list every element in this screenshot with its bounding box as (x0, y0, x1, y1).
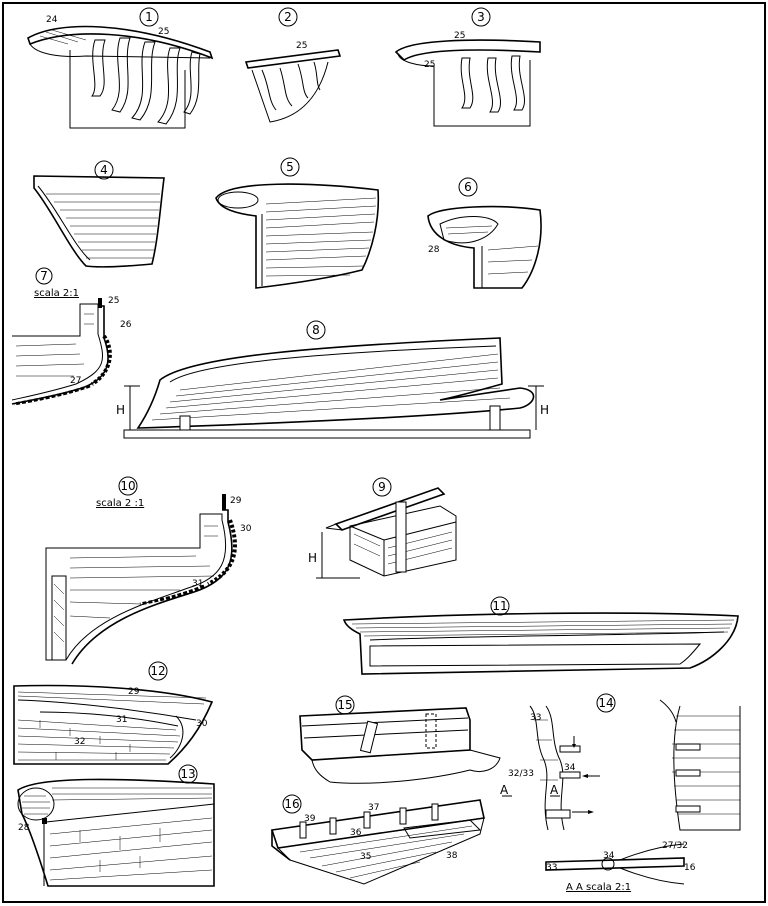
f16-label-37: 37 (368, 803, 379, 813)
f14-label-16: 16 (684, 863, 696, 873)
f7-label-25: 25 (108, 296, 119, 306)
f7-label-27: 27 (70, 376, 81, 386)
figure-16-number: 16 (284, 797, 299, 811)
figure-14-keel-section-detail (502, 699, 741, 885)
figure-11-hull-side-view (342, 612, 739, 675)
figure-3-transom-rail (394, 39, 541, 127)
figure-10-stern-section-detail (45, 494, 237, 665)
f16-label-39: 39 (304, 814, 316, 824)
figure-7-scale: scala 2:1 (34, 288, 79, 299)
f13-label-28: 28 (18, 823, 30, 833)
figure-9-number: 9 (378, 480, 386, 494)
f8-label-h-left: H (116, 403, 125, 417)
f14-label-32-33: 32/33 (508, 769, 534, 779)
figure-5-planked-stern-side (215, 183, 380, 289)
figure-14-badge: 14 (596, 693, 616, 713)
figure-7-section-detail (11, 298, 112, 406)
f2-label-25: 25 (296, 41, 307, 51)
figure-3-badge: 3 (471, 7, 491, 27)
figure-15-number: 15 (337, 698, 352, 712)
f16-label-38: 38 (446, 851, 458, 861)
figure-14-number: 14 (598, 696, 613, 710)
figure-1-badge: 1 (139, 7, 159, 27)
figure-13-stern-planking (17, 778, 215, 887)
figure-12-planking-pattern (13, 684, 214, 765)
f14-label-a-right: A (550, 783, 559, 797)
figure-2-badge: 2 (278, 7, 298, 27)
f14-label-a-left: A (500, 783, 509, 797)
figure-10-scale: scala 2 :1 (96, 498, 144, 509)
figure-7-number: 7 (40, 269, 48, 283)
f10-label-31: 31 (192, 579, 203, 589)
figure-15-deck-beam-section (299, 707, 501, 784)
figure-5-badge: 5 (280, 157, 300, 177)
f10-label-29: 29 (230, 496, 242, 506)
figure-2-stern-frame-detail (244, 49, 342, 123)
figure-5-number: 5 (286, 160, 294, 174)
figure-10-badge: 10 (118, 476, 138, 496)
figure-12-badge: 12 (148, 661, 168, 681)
f1-label-24: 24 (46, 15, 58, 25)
f3-label-25-top: 25 (454, 31, 465, 41)
figure-11-number: 11 (492, 599, 507, 613)
figure-10-number: 10 (120, 479, 135, 493)
f9-label-h: H (308, 551, 317, 565)
figure-14-section-scale: A A scala 2:1 (566, 882, 631, 893)
figure-4-badge: 4 (94, 160, 114, 180)
figure-1-number: 1 (145, 10, 153, 24)
figure-4-planked-stern (33, 175, 165, 268)
f14-label-34: 34 (564, 763, 576, 773)
figure-7-badge: 7 (35, 267, 53, 285)
figure-12-number: 12 (150, 664, 165, 678)
f14-label-27-32: 27/32 (662, 841, 688, 851)
figure-6-number: 6 (464, 180, 472, 194)
f6-label-28: 28 (428, 245, 440, 255)
figure-13-badge: 13 (178, 764, 198, 784)
f16-label-35: 35 (360, 852, 371, 862)
f3-label-25-side: 25 (424, 60, 435, 70)
f14-label-33: 33 (530, 713, 541, 723)
f12-label-29: 29 (128, 687, 140, 697)
figure-8-badge: 8 (306, 320, 326, 340)
figure-1-stern-frames (27, 25, 214, 129)
figure-3-number: 3 (477, 10, 485, 24)
figure-15-badge: 15 (335, 695, 355, 715)
f7-label-26: 26 (120, 320, 132, 330)
f1-label-25: 25 (158, 27, 169, 37)
figure-6-badge: 6 (458, 177, 478, 197)
f14-label-33-section: 33 (546, 863, 557, 873)
figure-13-number: 13 (180, 767, 195, 781)
figure-16-badge: 16 (282, 794, 302, 814)
figure-11-badge: 11 (490, 596, 510, 616)
f12-label-31: 31 (116, 715, 127, 725)
figure-6-counter-detail (427, 205, 542, 289)
figure-8-number: 8 (312, 323, 320, 337)
f14-label-34-section: 34 (603, 851, 615, 861)
f8-label-h-right: H (540, 403, 549, 417)
f16-label-36: 36 (350, 828, 362, 838)
figure-16-deck-and-frames (270, 799, 485, 885)
f12-label-30: 30 (196, 719, 208, 729)
f10-label-30: 30 (240, 524, 252, 534)
figure-2-number: 2 (284, 10, 292, 24)
figure-4-number: 4 (100, 163, 108, 177)
figure-9-height-marking-block (316, 487, 457, 579)
figure-8-hull-on-building-board (123, 337, 544, 439)
f12-label-32: 32 (74, 737, 85, 747)
figure-9-badge: 9 (372, 477, 392, 497)
